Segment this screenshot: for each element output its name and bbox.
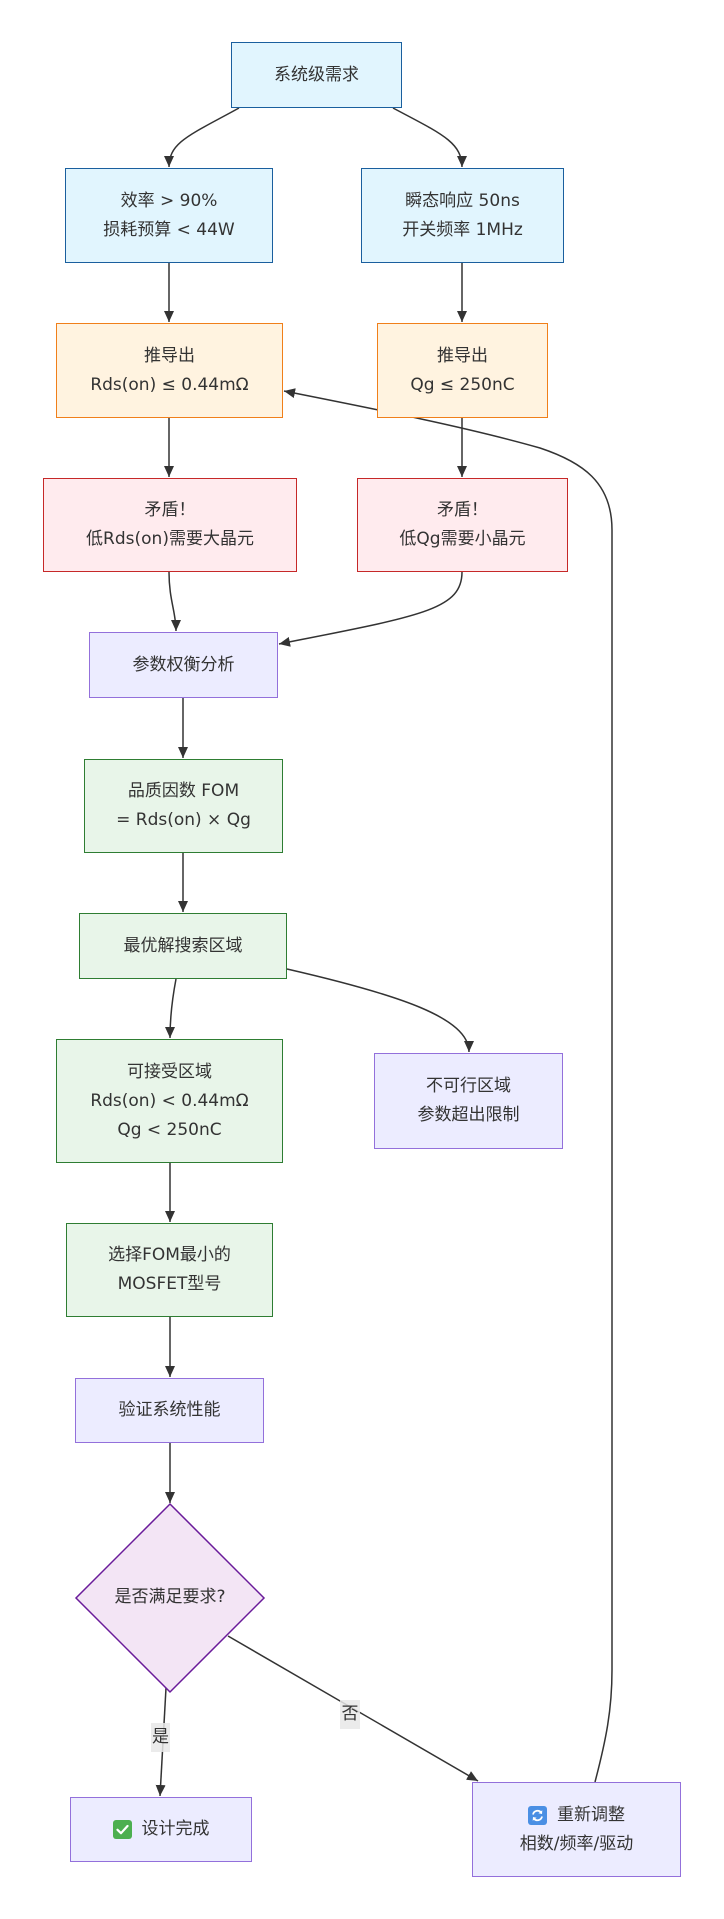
node-line: 重新调整 xyxy=(528,1801,625,1830)
node-text: MOSFET型号 xyxy=(117,1274,222,1294)
node-line: 设计完成 xyxy=(112,1815,210,1844)
decision-diamond xyxy=(74,1502,266,1694)
node-design-complete: 设计完成 xyxy=(70,1797,252,1862)
edge-conflict-rds-to-tradeoff xyxy=(168,571,181,632)
node-text: 可接受区域 xyxy=(127,1061,212,1082)
node-select-mosfet: 选择FOM最小的 MOSFET型号 xyxy=(66,1223,273,1317)
node-text: 相数/频率/驱动 xyxy=(519,1833,634,1854)
node-verify-performance: 验证系统性能 xyxy=(75,1378,264,1443)
node-text: Rds(on) < 0.44mΩ xyxy=(90,1090,249,1111)
node-conflict-qg: 矛盾！ 低Qg需要小晶元 xyxy=(357,478,568,572)
node-text: 系统级需求 xyxy=(274,64,359,85)
node-figure-of-merit: 品质因数 FOM = Rds(on) × Qg xyxy=(84,759,283,853)
node-text: 矛盾！ xyxy=(144,500,196,520)
node-transient-response: 瞬态响应 50ns 开关频率 1MHz xyxy=(361,168,564,263)
node-tradeoff-analysis: 参数权衡分析 xyxy=(89,632,278,698)
node-text: 选择FOM最小的 xyxy=(108,1245,231,1265)
check-box-icon xyxy=(112,1820,132,1839)
node-text: 验证系统性能 xyxy=(118,1400,221,1420)
node-text: 是否满足要求? xyxy=(114,1587,226,1607)
node-text: 不可行区域 xyxy=(426,1076,511,1096)
edge-requirements-to-efficiency xyxy=(164,107,240,168)
node-text: 推导出 xyxy=(144,345,195,366)
node-text: 最优解搜索区域 xyxy=(123,935,243,956)
node-optimal-search-region: 最优解搜索区域 xyxy=(79,913,287,979)
node-conflict-rds: 矛盾！ 低Rds(on)需要大晶元 xyxy=(43,478,297,572)
node-text: Rds(on) ≤ 0.44mΩ xyxy=(90,374,249,395)
node-efficiency: 效率 > 90% 损耗预算 < 44W xyxy=(65,168,273,263)
refresh-icon xyxy=(528,1805,547,1825)
edge-conflict-qg-to-tradeoff xyxy=(278,571,463,647)
edge-requirements-to-transient xyxy=(392,107,467,168)
node-text: = Rds(on) × Qg xyxy=(116,810,251,830)
node-text: 损耗预算 < 44W xyxy=(103,219,235,240)
node-text: 瞬态响应 50ns xyxy=(405,190,520,211)
node-text: 推导出 xyxy=(437,345,488,366)
edge-label-no: 否 xyxy=(340,1700,360,1729)
edge-label-yes: 是 xyxy=(151,1723,170,1752)
node-text: 效率 > 90% xyxy=(120,190,218,211)
node-acceptable-region: 可接受区域 Rds(on) < 0.44mΩ Qg < 250nC xyxy=(56,1039,283,1163)
edge-search-to-acceptable xyxy=(165,978,177,1039)
node-text: 重新调整 xyxy=(557,1804,625,1825)
node-text: 开关频率 1MHz xyxy=(402,219,523,240)
node-text: 矛盾！ xyxy=(437,500,488,520)
node-text: 低Qg需要小晶元 xyxy=(399,529,526,549)
node-text: 低Rds(on)需要大晶元 xyxy=(86,529,254,549)
node-text: Qg ≤ 250nC xyxy=(410,374,515,395)
node-text: 参数权衡分析 xyxy=(132,654,235,675)
node-infeasible-region: 不可行区域 参数超出限制 xyxy=(374,1053,563,1149)
node-text: 参数超出限制 xyxy=(417,1105,520,1125)
node-text: 品质因数 FOM xyxy=(127,781,240,801)
node-text: 设计完成 xyxy=(141,1819,210,1839)
node-derive-qg: 推导出 Qg ≤ 250nC xyxy=(377,323,548,418)
node-system-requirements: 系统级需求 xyxy=(231,42,402,108)
decision-label: 是否满足要求? xyxy=(76,1583,264,1612)
node-derive-rds: 推导出 Rds(on) ≤ 0.44mΩ xyxy=(56,323,283,418)
node-readjust: 重新调整 相数/频率/驱动 xyxy=(472,1782,681,1877)
node-text: Qg < 250nC xyxy=(117,1119,222,1140)
edge-search-to-infeasible xyxy=(286,968,474,1053)
